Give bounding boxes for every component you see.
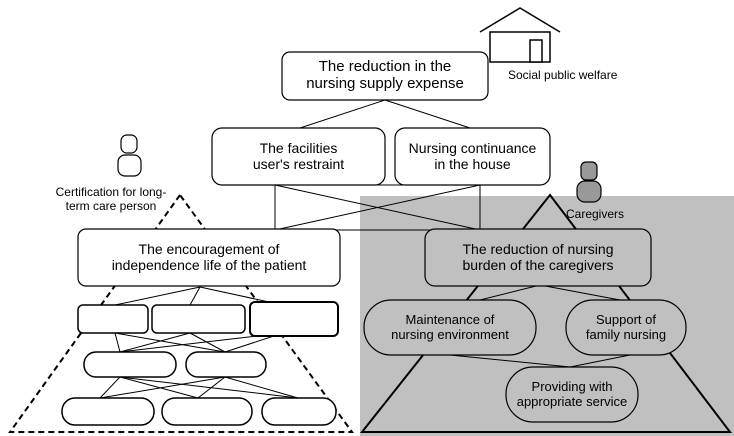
encouragement-label: The encouragement of independence life o…	[111, 240, 307, 273]
tree-pill-5	[261, 397, 337, 426]
tree-pill-3	[61, 397, 155, 426]
encouragement-box	[77, 228, 341, 287]
left-tree-boxes	[61, 301, 339, 426]
facilities-restraint-label: The facilities user's restraint	[252, 139, 345, 172]
tree-pill-4	[161, 397, 253, 426]
providing-service-oval	[505, 366, 639, 423]
house-continuance-box	[394, 127, 551, 186]
support-family-oval	[565, 299, 687, 356]
house-icon	[479, 7, 561, 63]
top-goal-label: The reduction in the nursing supply expe…	[306, 58, 464, 92]
facilities-restraint-box	[211, 127, 386, 186]
caregivers-label: Caregivers	[566, 206, 625, 221]
support-family-label: Support of family nursing	[585, 311, 667, 342]
providing-service-label: Providing with appropriate service	[516, 378, 628, 409]
reduction-burden-label: The reduction of nursing burden of the c…	[462, 240, 614, 273]
patient-person-icon	[117, 134, 142, 177]
tree-pill-2	[185, 351, 267, 378]
maintenance-label: Maintenance of nursing environment	[391, 311, 509, 342]
certification-label: Certification for long- term care person	[55, 184, 167, 213]
reduction-burden-box	[424, 228, 652, 287]
tree-box-2	[151, 304, 246, 334]
house-continuance-label: Nursing continuance in the house	[408, 139, 537, 172]
social-welfare-label: Social public welfare	[508, 67, 618, 82]
tree-box-3	[249, 301, 339, 337]
tree-pill-1	[83, 351, 177, 378]
maintenance-oval	[363, 299, 537, 356]
tree-box-1	[77, 304, 149, 334]
top-goal-box	[281, 51, 489, 101]
caregiver-person-icon	[576, 161, 602, 203]
